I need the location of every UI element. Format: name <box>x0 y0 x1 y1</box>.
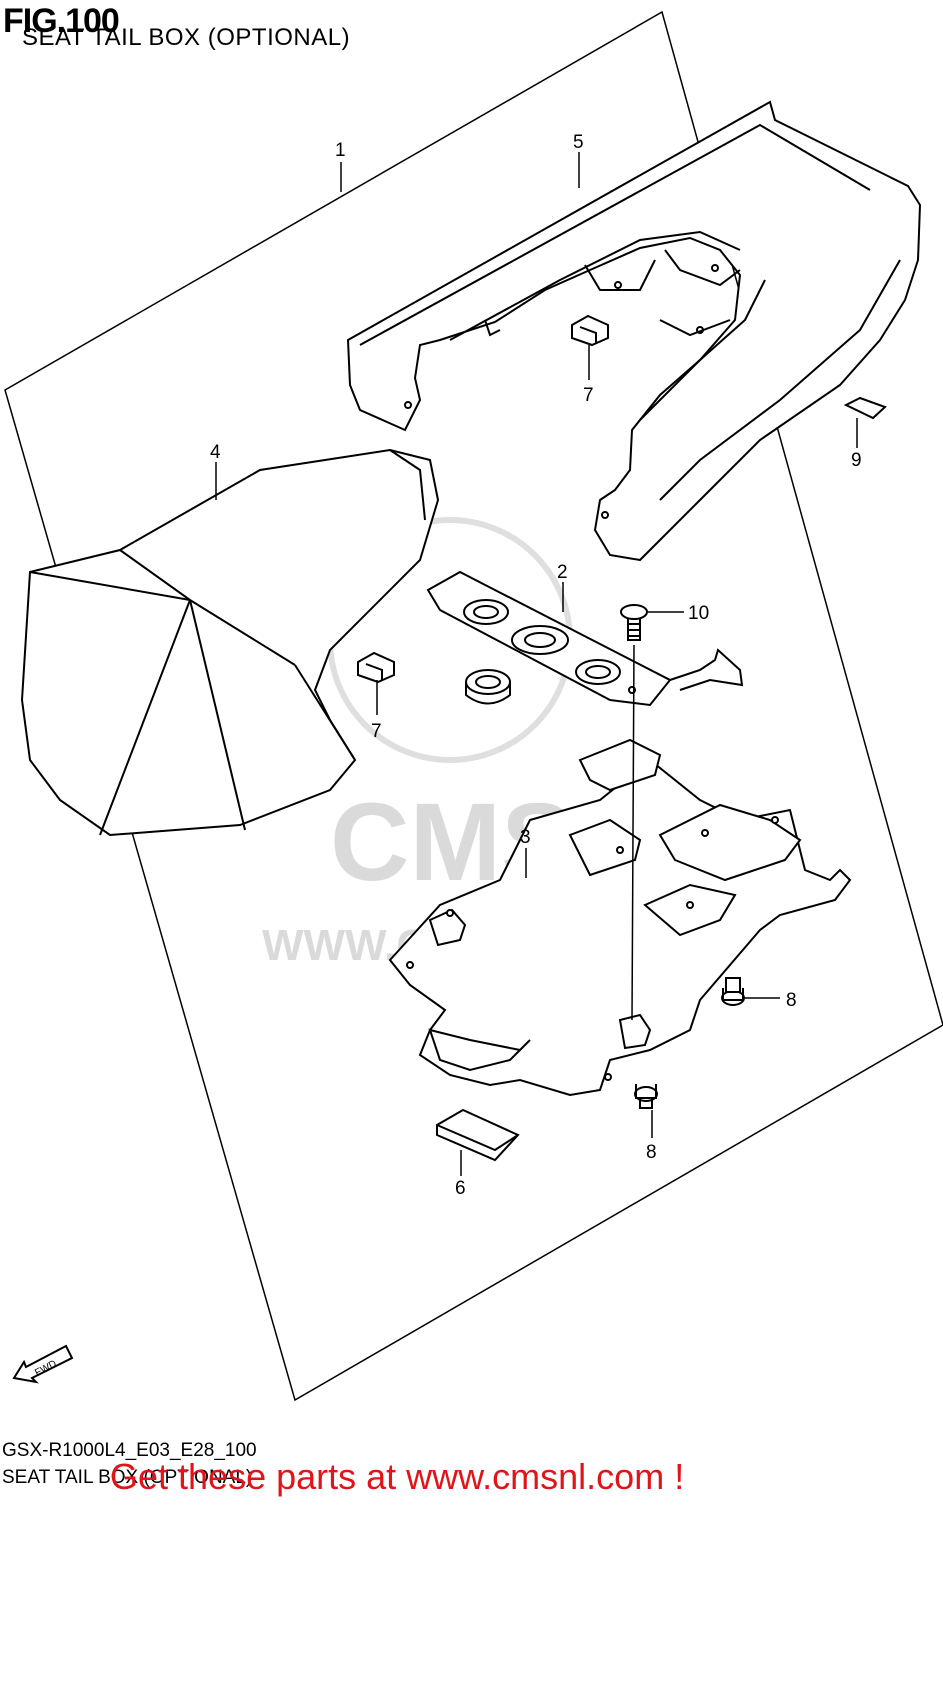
alignment-line <box>631 644 635 1021</box>
callout-8-upper: 8 <box>786 990 797 1011</box>
fwd-direction-marker: FWD <box>12 1344 74 1384</box>
parts-diagram: CMS WWW.CMSNL.COM <box>4 10 943 1402</box>
part-9-small-pad <box>843 396 887 420</box>
part-3-tail-box-frame <box>388 738 852 1097</box>
part-10-screw <box>620 604 648 641</box>
figure-title: SEAT TAIL BOX (OPTIONAL) <box>22 24 351 51</box>
part-7-clip-lower <box>357 651 395 684</box>
part-2-bracket-plate <box>426 570 744 707</box>
assembly-box-outline <box>4 10 943 1402</box>
callout-1: 1 <box>335 140 346 161</box>
callout-9: 9 <box>851 450 862 471</box>
callout-4: 4 <box>210 442 221 463</box>
callout-6: 6 <box>455 1178 466 1199</box>
leader-lines <box>215 152 858 1176</box>
callout-10: 10 <box>688 603 709 624</box>
footer-diagram-name: SEAT TAIL BOX (OPTIONAL) <box>2 1467 253 1488</box>
get-parts-link[interactable]: Get these parts at www.cmsnl.com ! <box>110 1456 685 1497</box>
part-4-seat-pad <box>20 448 440 837</box>
fwd-arrow-symbol <box>8 1628 88 1678</box>
callout-7-lower: 7 <box>371 721 382 742</box>
part-5-tail-cowl <box>346 100 922 562</box>
callout-2: 2 <box>557 562 568 583</box>
callout-5: 5 <box>573 132 584 153</box>
callout-7-upper: 7 <box>583 385 594 406</box>
part-7-clip-upper <box>571 314 609 347</box>
part-6-pad <box>436 1108 520 1162</box>
part-8-bolt-lower <box>634 1084 658 1109</box>
part-8-bolt-upper <box>721 977 745 1006</box>
footer-diagram-code: GSX-R1000L4_E03_E28_100 <box>2 1440 257 1461</box>
callout-8-lower: 8 <box>646 1142 657 1163</box>
callout-3: 3 <box>520 827 531 848</box>
figure-number: FIG.100 <box>3 2 120 40</box>
